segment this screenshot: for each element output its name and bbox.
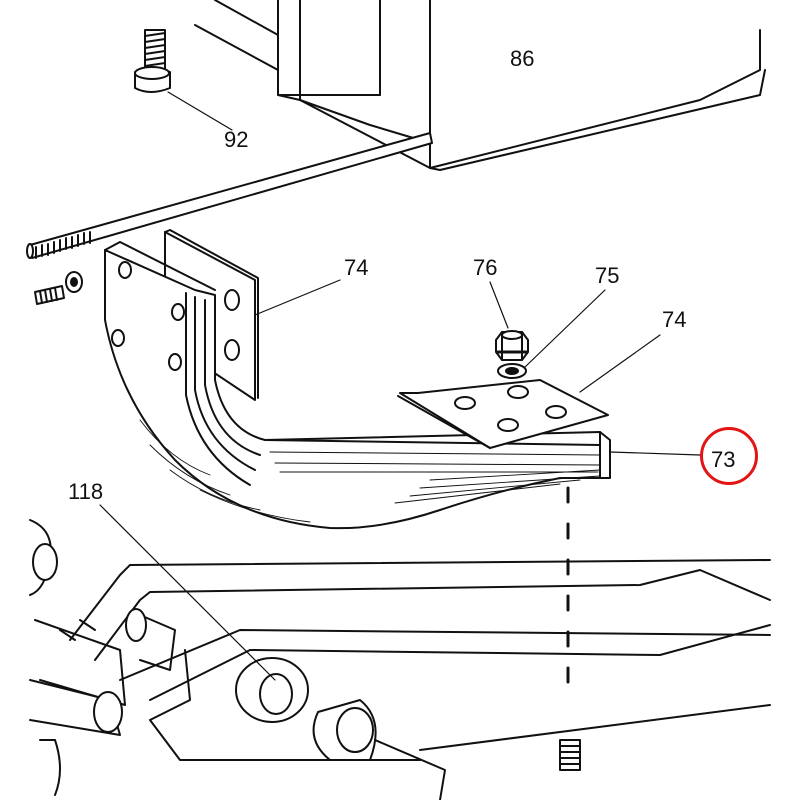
frame-118 [29, 504, 771, 801]
label-part-73[interactable]: 73 [711, 447, 736, 472]
label-part-74-right: 74 [662, 307, 687, 332]
label-part-118: 118 [68, 479, 104, 504]
label-part-86: 86 [510, 46, 535, 71]
nut-76 [489, 281, 529, 361]
screw-92 [134, 29, 233, 131]
label-part-76: 76 [473, 255, 498, 280]
spring-blade-73 [104, 241, 701, 530]
small-bolt [34, 271, 83, 305]
highlight-circle [700, 427, 758, 485]
label-part-92: 92 [224, 127, 249, 152]
label-part-74-left: 74 [344, 255, 369, 280]
long-rod [26, 132, 433, 259]
shim-plate-74-right [397, 334, 661, 449]
housing-block-86 [194, 0, 766, 171]
label-part-75: 75 [595, 263, 620, 288]
washer-75 [497, 289, 606, 379]
